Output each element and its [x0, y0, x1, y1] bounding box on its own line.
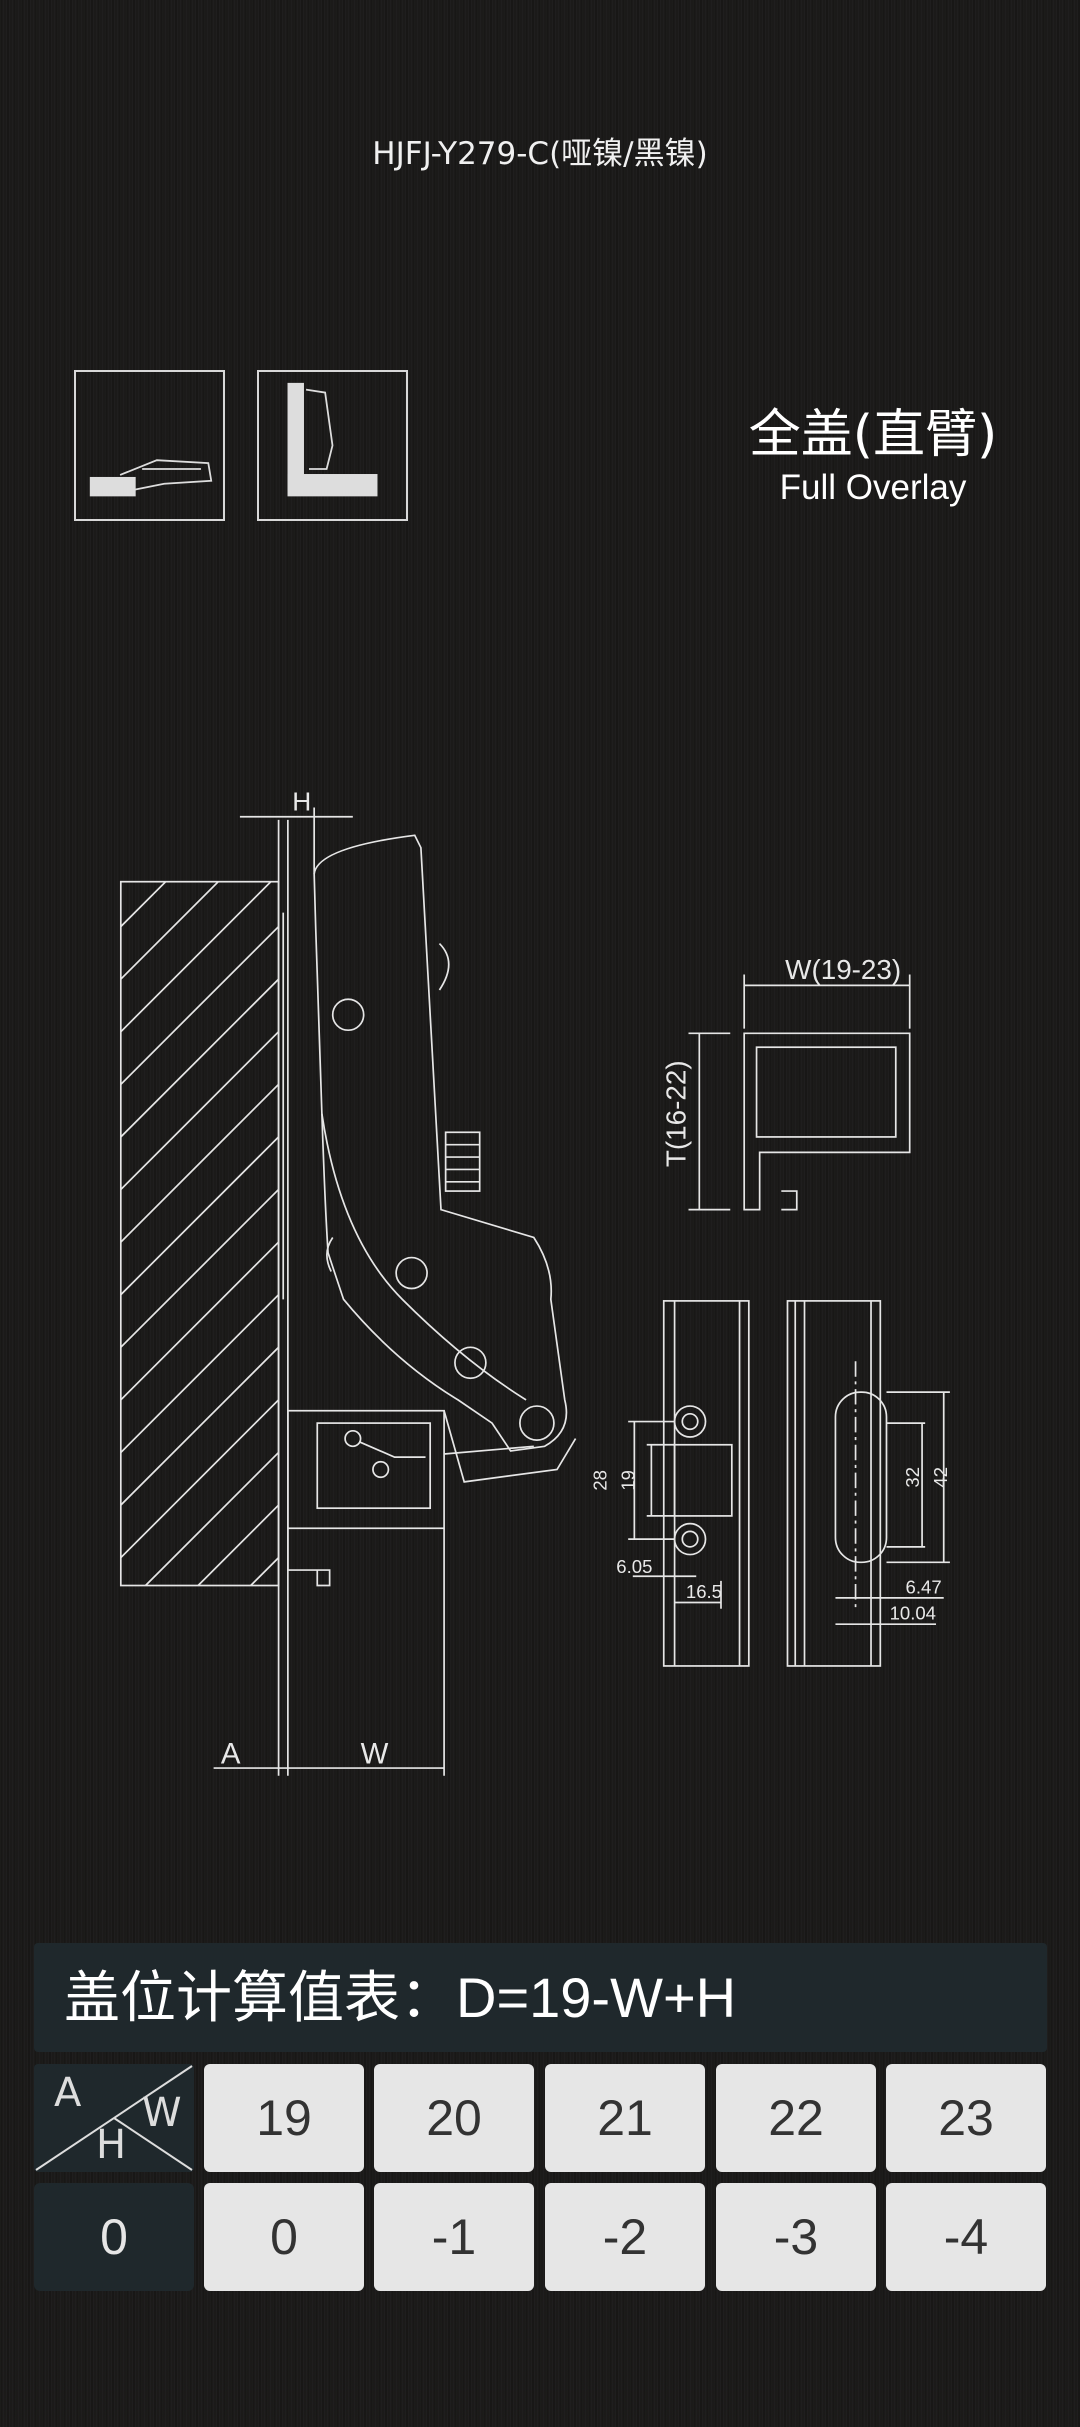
hinge-closed-icon — [287, 382, 378, 497]
product-title: HJFJ-Y279-C(哑镍/黑镍) — [372, 136, 708, 172]
hatch-line — [144, 1451, 279, 1586]
table-corner-cell: A H W — [34, 2064, 194, 2172]
label-profile-w: W(19-23) — [785, 954, 901, 985]
label-h: H — [292, 787, 311, 817]
thumbnail-hinge-open — [74, 370, 225, 521]
value-cell: -1 — [374, 2183, 534, 2291]
label-a: A — [221, 1737, 241, 1770]
value-cell: -3 — [716, 2183, 876, 2291]
value-cell: -2 — [545, 2183, 705, 2291]
mounting-plate-side — [786, 1300, 950, 1667]
mounting-plate-front — [628, 1300, 750, 1667]
table-title: 盖位计算值表：D=19-W+H — [34, 1943, 1047, 2052]
hatch-line — [120, 1083, 279, 1244]
label-profile-t: T(16-22) — [660, 1060, 691, 1167]
door-profile — [688, 974, 911, 1211]
hinge-open-icon — [89, 459, 213, 497]
row-label-cell: 0 — [34, 2183, 194, 2291]
header-cell: 20 — [374, 2064, 534, 2172]
label-10-04: 10.04 — [890, 1603, 936, 1624]
header-cell: 19 — [204, 2064, 364, 2172]
label-6-47: 6.47 — [906, 1576, 942, 1597]
label-42: 42 — [930, 1467, 951, 1488]
overlay-type-en: Full Overlay — [779, 468, 967, 507]
label-28: 28 — [590, 1470, 611, 1491]
hatch-line — [120, 1398, 279, 1559]
corner-label-h: H — [96, 2122, 127, 2168]
hatch-line — [120, 881, 220, 981]
corner-label-w: W — [142, 2090, 182, 2136]
hatch-line — [0, 874, 121, 1586]
header-cell: 22 — [716, 2064, 876, 2172]
label-w: W — [361, 1737, 389, 1770]
hatch-line — [120, 925, 279, 1086]
door-panel — [277, 807, 445, 1776]
header-cell: 21 — [545, 2064, 705, 2172]
corner-label-a: A — [54, 2070, 82, 2116]
label-6-05: 6.05 — [616, 1556, 652, 1577]
label-19: 19 — [617, 1470, 638, 1491]
label-16-5: 16.5 — [686, 1581, 722, 1602]
hinge-arm — [313, 834, 577, 1483]
hatch-line — [120, 1346, 279, 1507]
overlay-type-cn: 全盖(直臂) — [748, 405, 998, 465]
hatch-line — [120, 1135, 279, 1296]
thumbnail-hinge-closed — [257, 370, 408, 521]
value-cell: -4 — [886, 2183, 1046, 2291]
hatch-line — [120, 881, 273, 1033]
hatch-line — [120, 977, 279, 1139]
hinge-cup — [287, 1409, 445, 1587]
hatch-line — [120, 1188, 279, 1349]
value-cell: 0 — [204, 2183, 364, 2291]
corner-diagonal-lines — [35, 2065, 193, 2171]
hatch-line — [120, 1030, 279, 1191]
label-32: 32 — [902, 1467, 923, 1488]
header-cell: 23 — [886, 2064, 1046, 2172]
hatch-line — [120, 1240, 279, 1402]
